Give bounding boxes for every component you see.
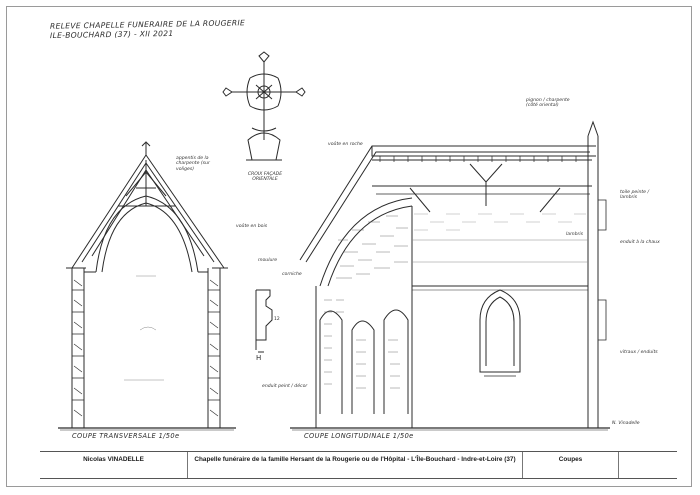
caption-longitudinal-section: COUPE LONGITUDINALE 1/50e: [304, 432, 414, 440]
title-block-author: Nicolas VINADELLE: [40, 452, 188, 478]
note-croix-pignon: pignon / charpente (côté oriental): [526, 98, 570, 109]
title-block-extra: [619, 452, 677, 478]
svg-text:H: H: [256, 354, 261, 362]
title-block: Nicolas VINADELLE Chapelle funéraire de …: [40, 451, 677, 479]
note-signature: N. Vinadelle: [612, 421, 640, 426]
note-toile-peinte: toile peinte / lambris: [620, 190, 650, 201]
note-voute-roche: voûte en roche: [328, 142, 363, 147]
note-moulure: moulure: [258, 258, 278, 263]
title-block-sheet: Coupes: [523, 452, 619, 478]
cornice-profile-detail: H 12: [255, 289, 280, 362]
cross-caption: CROIX FAÇADE ORIENTALE: [247, 172, 283, 183]
title-block-project: Chapelle funéraire de la famille Hersant…: [188, 452, 523, 478]
caption-transverse-section: COUPE TRANSVERSALE 1/50e: [72, 432, 180, 440]
sheet-frame: [6, 6, 692, 487]
longitudinal-section: [290, 120, 610, 431]
note-lambris: lambris: [566, 232, 584, 237]
svg-text:12: 12: [274, 316, 280, 322]
note-charpente: appentis de la charpente (sur voliges): [176, 156, 210, 172]
note-enduit: enduit peint / décor: [262, 384, 308, 389]
note-corniche: corniche: [282, 272, 302, 277]
note-voute-bois: voûte en bois: [236, 224, 268, 229]
iron-cross-sketch: [222, 51, 306, 161]
vault-stone-texture: [324, 213, 586, 389]
note-vitraux: vitraux / enduits: [620, 350, 658, 355]
note-enduit-chaux: enduit à la chaux: [620, 240, 660, 245]
transverse-section: [58, 141, 236, 431]
